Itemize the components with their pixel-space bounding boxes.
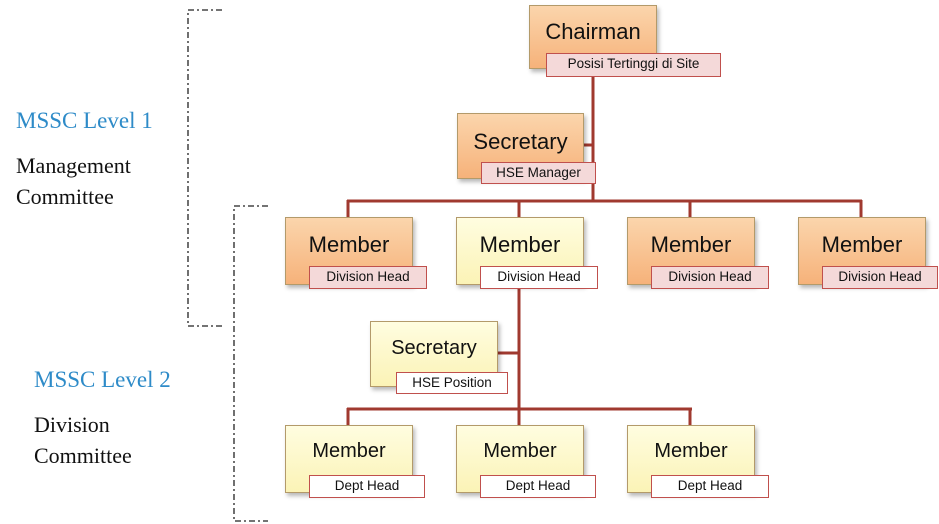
level-1-bracket — [187, 9, 222, 327]
node-role: Chairman — [545, 19, 641, 44]
level-1-subtitle-line: Management — [16, 153, 131, 178]
node-position-tag: HSE Manager — [481, 162, 596, 184]
node-role: Member — [312, 440, 386, 462]
level-2-subtitle-line: Committee — [34, 443, 132, 468]
node-role: Secretary — [473, 129, 568, 154]
connector-lines — [346, 66, 863, 426]
level-1-subtitle-line: Committee — [16, 184, 114, 209]
node-role: Member — [483, 440, 557, 462]
node-role: Member — [308, 232, 390, 257]
node-position-tag: Dept Head — [651, 475, 769, 498]
level-2-title: MSSC Level 2 — [34, 367, 171, 392]
level-1-subtitle: Management Committee — [16, 150, 131, 212]
level-1-title: MSSC Level 1 — [16, 108, 153, 133]
node-position-tag: Posisi Tertinggi di Site — [546, 53, 721, 77]
node-position-tag: Division Head — [651, 266, 769, 289]
node-position-tag: Dept Head — [309, 475, 425, 498]
node-member-3: Member — [627, 217, 755, 285]
node-position-tag: Dept Head — [480, 475, 596, 498]
node-role: Member — [654, 440, 728, 462]
node-role: Member — [821, 232, 903, 257]
node-position-tag: Division Head — [309, 266, 427, 289]
node-role: Secretary — [391, 337, 477, 359]
level-2-subtitle: Division Committee — [34, 409, 132, 471]
level-2-bracket — [233, 205, 268, 522]
node-position-tag: Division Head — [480, 266, 598, 289]
node-role: Member — [650, 232, 732, 257]
node-position-tag: HSE Position — [396, 372, 508, 394]
node-position-tag: Division Head — [822, 266, 938, 289]
node-role: Member — [479, 232, 561, 257]
level-2-subtitle-line: Division — [34, 412, 110, 437]
